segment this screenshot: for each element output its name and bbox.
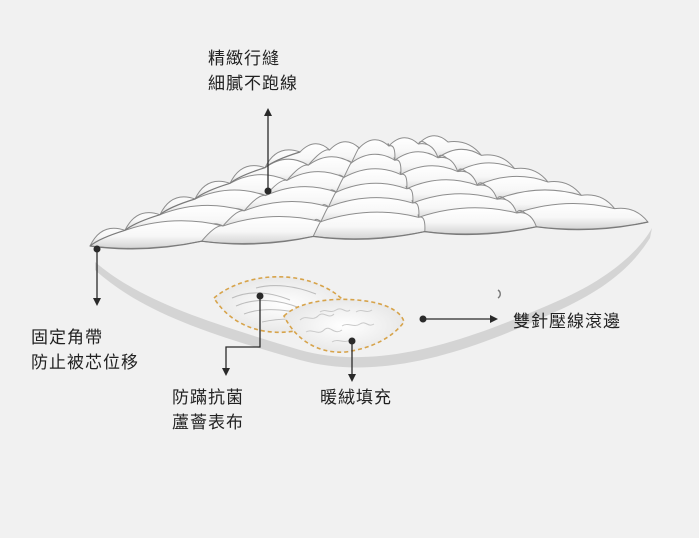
label-stitching-line1: 精緻行縫 [208,49,280,69]
pointer-filling [348,337,356,382]
pointer-corner-straps [93,245,101,306]
label-stitching-line2: 細膩不跑線 [208,74,298,94]
quilt-puff [312,211,426,240]
piping-edge [497,289,501,299]
cutaway-filling [283,298,405,353]
pointer-dot [256,292,264,300]
quilt-puff [417,207,538,235]
label-fabric-line2: 蘆薈表布 [172,413,244,433]
pointer-fabric [222,292,264,376]
quilt-left-edge [89,151,301,247]
pointer-stitching [264,108,272,195]
label-corner-straps-line1: 固定角帶 [31,328,103,348]
pointer-dot [93,245,101,253]
label-fabric-line1: 防蹣抗菌 [172,388,244,408]
pointer-dot [348,337,356,345]
label-piping: 雙針壓線滾邊 [513,310,621,335]
label-corner-straps: 固定角帶 防止被芯位移 [31,326,139,376]
pointer-dot [264,187,272,195]
quilt-puff-grid [89,135,649,250]
pointer-dot [419,315,427,323]
pointer-piping [419,315,498,323]
label-piping-line1: 雙針壓線滾邊 [513,312,621,332]
quilt-shadow [95,228,652,368]
label-corner-straps-line2: 防止被芯位移 [31,353,139,373]
quilt-puff [201,215,322,245]
quilt-puff [515,202,649,230]
label-stitching: 精緻行縫 細膩不跑線 [208,47,298,97]
label-fabric: 防蹣抗菌 蘆薈表布 [172,386,244,436]
quilt-front-edge [89,221,649,250]
label-filling: 暖絨填充 [320,386,392,411]
label-filling-line1: 暖絨填充 [320,388,392,408]
quilt-puff [89,220,224,249]
filling-texture [299,308,375,343]
